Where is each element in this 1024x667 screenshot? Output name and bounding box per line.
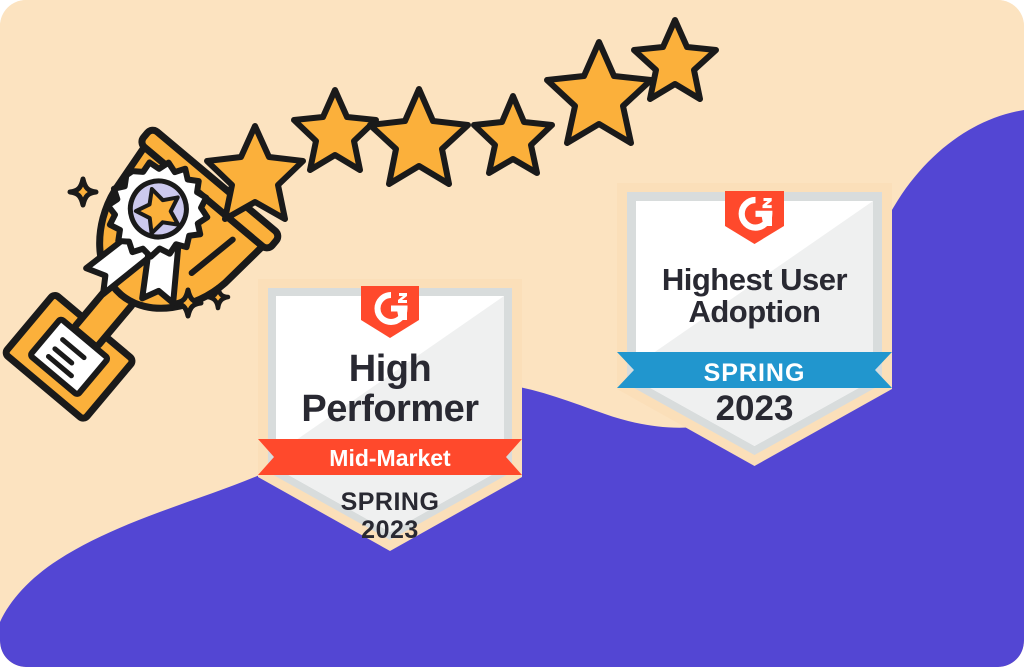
badge-highest-user-adoption-shape [617, 183, 892, 466]
badge-high-performer[interactable]: High Performer Mid-Market SPRING 2023 [258, 279, 522, 551]
badge-ribbon-mid-market [258, 439, 522, 475]
badge-highest-user-adoption[interactable]: Highest User Adoption SPRING 2023 [617, 183, 892, 466]
badge-ribbon-spring [617, 352, 892, 388]
badge-high-performer-shape [258, 279, 522, 551]
